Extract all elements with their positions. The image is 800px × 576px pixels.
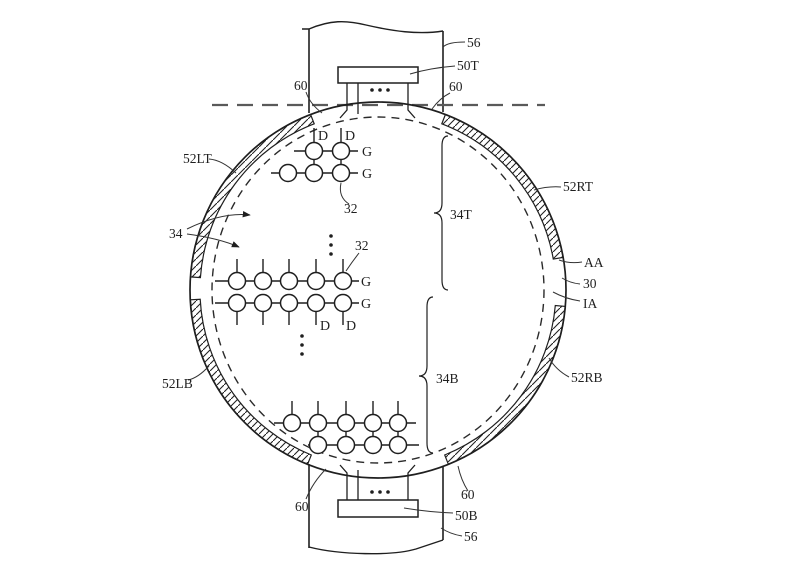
housing-outline bbox=[189, 101, 567, 479]
label-60-bottom-right: 60 bbox=[461, 487, 475, 502]
label-32-top: 32 bbox=[344, 201, 358, 216]
pixel-grid-bottom bbox=[274, 401, 419, 455]
pixel-nodes bbox=[282, 413, 408, 455]
label-d-mid-2: D bbox=[346, 319, 356, 334]
arc-52LB bbox=[189, 298, 313, 466]
seal-arcs bbox=[189, 113, 566, 466]
grid-verticals bbox=[317, 423, 399, 445]
connector-top-box bbox=[337, 66, 419, 84]
connector-bottom bbox=[337, 464, 419, 518]
arrow-34-upper bbox=[186, 211, 251, 230]
leader-56-bottom bbox=[440, 527, 463, 537]
row-ticks-up bbox=[236, 259, 344, 273]
row-ticks-down bbox=[236, 311, 344, 325]
label-IA: IA bbox=[583, 296, 597, 311]
leader-52LT bbox=[208, 158, 237, 174]
pixel-circuit-top: D D G G 32 32 bbox=[271, 128, 372, 272]
grid-ticks-up bbox=[291, 401, 399, 415]
label-52RB: 52RB bbox=[571, 370, 603, 385]
label-52LB: 52LB bbox=[162, 376, 193, 391]
leader-32-mid bbox=[345, 252, 360, 272]
connector-top-dots bbox=[370, 88, 390, 92]
label-AA: AA bbox=[584, 255, 604, 270]
leader-50T bbox=[409, 65, 456, 75]
arrow-34-lower bbox=[186, 233, 240, 248]
band-bottom bbox=[308, 464, 444, 555]
label-g-mid-1: G bbox=[361, 275, 371, 290]
label-30: 30 bbox=[583, 276, 597, 291]
leader-lines bbox=[187, 41, 583, 537]
label-56-bottom: 56 bbox=[464, 529, 478, 544]
label-32-mid: 32 bbox=[355, 238, 369, 253]
pixel-rows-middle: G G D D bbox=[215, 259, 371, 356]
band-top-wavy-edge bbox=[302, 20, 444, 34]
label-60-bottom-left: 60 bbox=[295, 499, 309, 514]
label-52LT: 52LT bbox=[183, 151, 213, 166]
leader-60-top-left bbox=[305, 91, 323, 114]
leader-50B bbox=[403, 507, 454, 514]
pixel-nodes bbox=[278, 141, 351, 183]
vertical-ellipsis-top bbox=[329, 234, 333, 256]
label-g-top-2: G bbox=[362, 167, 372, 182]
leader-52RB bbox=[548, 357, 570, 378]
leader-52RT bbox=[533, 186, 562, 191]
label-34B: 34B bbox=[436, 371, 459, 386]
label-60-top-right: 60 bbox=[449, 79, 463, 94]
connector-bottom-box bbox=[337, 499, 419, 518]
vertical-ellipsis-mid bbox=[300, 334, 304, 356]
label-34: 34 bbox=[169, 226, 183, 241]
reference-labels: 56 50T 60 60 52LT 52RT 34 AA 30 IA 52LB … bbox=[162, 35, 604, 544]
brace-34T: 34T bbox=[433, 135, 473, 291]
connector-bottom-dots bbox=[370, 490, 390, 494]
leader-IA bbox=[552, 291, 581, 302]
label-g-top-1: G bbox=[362, 145, 372, 160]
active-area-dashed-outline bbox=[211, 116, 545, 464]
label-d-top-1: D bbox=[318, 129, 328, 144]
connector-top bbox=[337, 66, 419, 119]
label-52RT: 52RT bbox=[563, 179, 594, 194]
label-d-mid-1: D bbox=[320, 319, 330, 334]
leader-60-top-right bbox=[431, 92, 451, 110]
label-56-top: 56 bbox=[467, 35, 481, 50]
label-34T: 34T bbox=[450, 207, 473, 222]
arc-52RB bbox=[443, 304, 566, 466]
leader-56-top bbox=[442, 41, 466, 48]
leader-AA bbox=[558, 259, 583, 264]
brace-34B: 34B bbox=[418, 296, 459, 454]
label-g-mid-2: G bbox=[361, 297, 371, 312]
label-50T: 50T bbox=[457, 58, 480, 73]
display-arrows bbox=[186, 211, 251, 248]
leader-60-bottom-left bbox=[305, 468, 327, 500]
label-60-top-left: 60 bbox=[294, 78, 308, 93]
pixel-nodes bbox=[227, 271, 353, 313]
leader-32-top bbox=[339, 182, 350, 205]
label-50B: 50B bbox=[455, 508, 478, 523]
arc-52LT bbox=[189, 113, 315, 279]
arc-52RT bbox=[441, 113, 564, 260]
band-bottom-wavy-edge bbox=[308, 539, 444, 555]
leader-30 bbox=[561, 277, 581, 285]
leader-60-bottom-right bbox=[457, 465, 469, 492]
leader-52LB bbox=[187, 365, 210, 381]
label-d-top-2: D bbox=[345, 129, 355, 144]
